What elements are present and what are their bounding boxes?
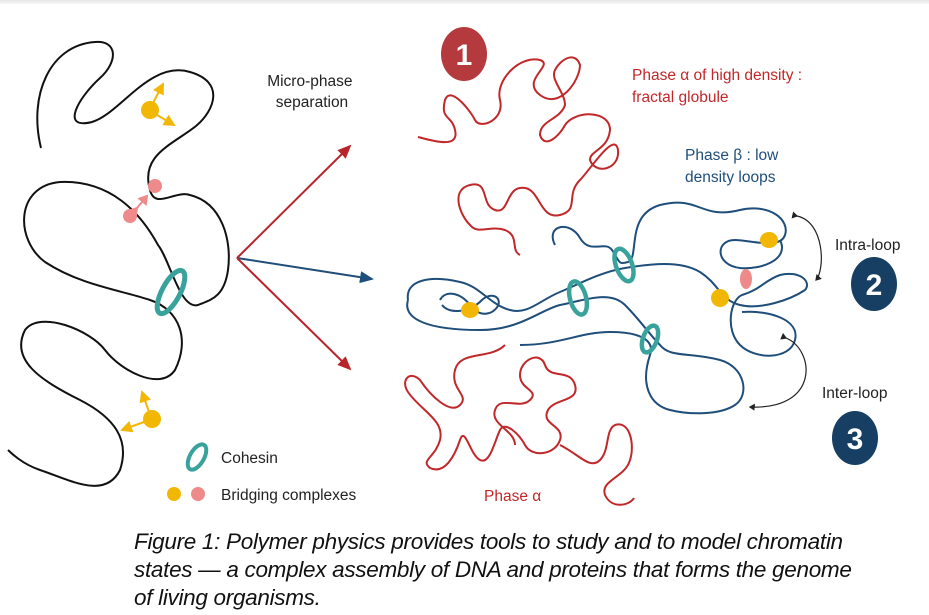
bridge-pink <box>123 209 137 223</box>
bridge-pink <box>148 179 162 193</box>
inter-loop-label: Inter-loop <box>822 385 887 402</box>
legend-bridging-label: Bridging complexes <box>221 487 357 504</box>
arrow-label-line: separation <box>276 94 348 111</box>
cohesin-ring <box>154 267 188 317</box>
polymer-chain <box>7 40 230 487</box>
phase-alpha-globule-top <box>417 56 620 256</box>
arrow-to-phase-beta <box>236 257 374 284</box>
bridge-yellow <box>143 410 161 428</box>
top-border <box>0 0 929 4</box>
badge-3-number: 3 <box>847 423 864 456</box>
chromatin-figure: Micro-phase separation Cohesin Bridging … <box>7 27 900 506</box>
bridge-pink <box>740 269 752 289</box>
badge-1: 1 <box>441 27 487 81</box>
legend-cohesin-label: Cohesin <box>221 450 278 467</box>
phase-alpha-globule-bottom <box>404 344 635 506</box>
phase-alpha-bottom-label: Phase α <box>484 488 541 505</box>
bridge-yellow <box>711 289 729 307</box>
phase-beta-network <box>406 201 808 415</box>
beta-chain <box>406 296 745 415</box>
separation-arrows <box>236 144 374 371</box>
phase-alpha-title-line: Phase α of high density : <box>632 67 802 84</box>
bridge-yellow <box>760 232 778 248</box>
legend-yellow-dot <box>167 487 181 501</box>
phase-alpha-title: Phase α of high density : fractal globul… <box>632 67 806 106</box>
beta-chain <box>551 201 787 270</box>
cohesin-ring <box>566 279 590 317</box>
intra-loop-label: Intra-loop <box>835 237 900 254</box>
phase-beta-title-line: Phase β : low <box>685 147 779 164</box>
badge-3: 3 <box>832 411 878 465</box>
phase-beta-title-line: density loops <box>685 169 776 186</box>
left-polymer <box>7 40 230 487</box>
cohesin-ring <box>639 323 661 355</box>
inter-loop-arrow <box>748 332 807 411</box>
intra-loop-arrow <box>791 211 822 281</box>
badge-2: 2 <box>851 257 897 311</box>
bridge-yellow <box>461 302 479 318</box>
arrow-to-phase-alpha-bottom <box>236 257 352 371</box>
legend-cohesin-icon <box>185 442 209 472</box>
beta-chain <box>406 263 808 357</box>
legend: Cohesin Bridging complexes <box>167 442 357 504</box>
phase-alpha-title-line: fractal globule <box>632 89 729 106</box>
arrow-to-phase-alpha-top <box>236 144 352 259</box>
legend-pink-dot <box>191 487 205 501</box>
figure-caption: Figure 1: Polymer physics provides tools… <box>134 529 852 610</box>
badge-2-number: 2 <box>866 269 883 302</box>
arrow-label-line: Micro-phase <box>267 73 352 90</box>
bridge-yellow <box>141 101 159 119</box>
arrow-label: Micro-phase separation <box>267 73 357 111</box>
phase-beta-title: Phase β : low density loops <box>685 147 783 186</box>
badge-1-number: 1 <box>456 39 473 72</box>
cohesin-ring <box>612 246 636 284</box>
